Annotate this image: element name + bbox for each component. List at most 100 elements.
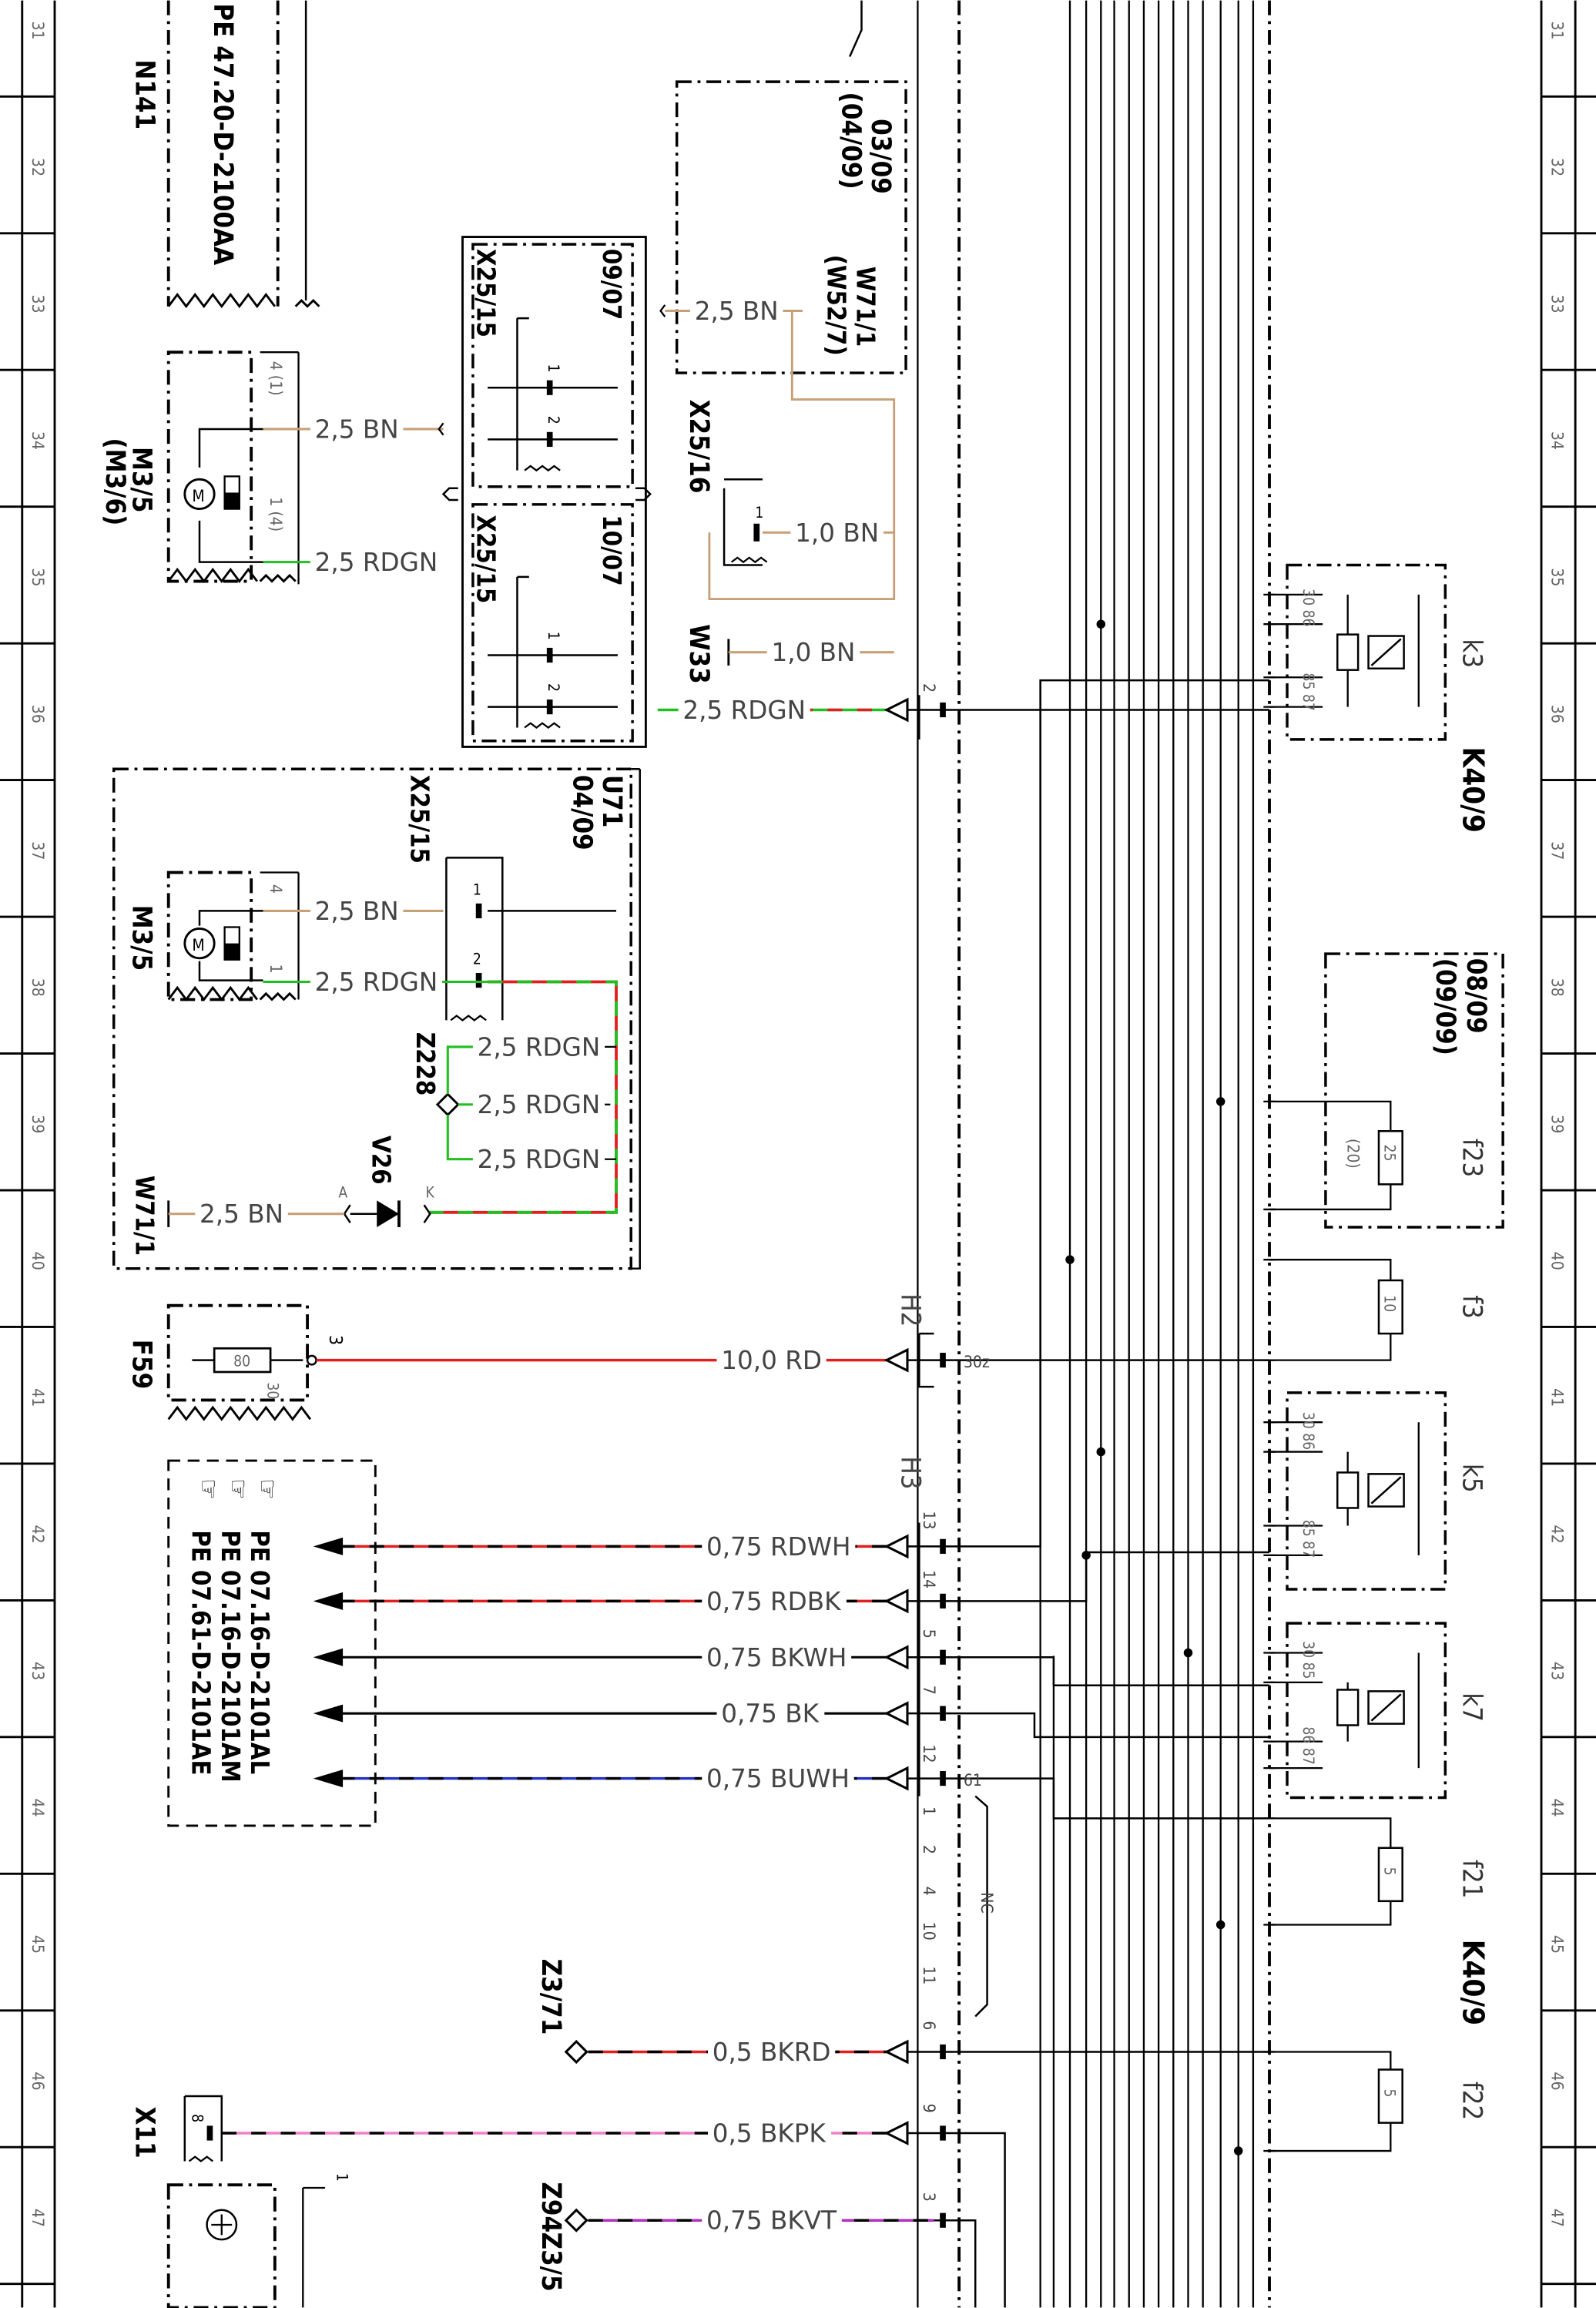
wire-label-11: 2,5 RDGN xyxy=(478,1090,601,1119)
svg-text:2: 2 xyxy=(545,683,562,692)
pin-1-nc: 1 xyxy=(920,1806,939,1816)
svg-text:☞: ☞ xyxy=(252,1478,283,1500)
f3-label: f3 xyxy=(1456,1295,1487,1319)
pin-6: 6 xyxy=(920,2021,939,2030)
grid-row-label: 44 xyxy=(1547,1798,1567,1817)
wire-label-bg xyxy=(472,1031,605,1064)
svg-text:2: 2 xyxy=(473,950,481,968)
wire-label-17: 0,75 BKWH xyxy=(706,1643,847,1672)
wire-label-3: 2,5 BN xyxy=(695,297,779,326)
x25-15-a-label: X25/15 xyxy=(471,249,501,337)
grid-row-label: 42 xyxy=(1547,1525,1567,1544)
bus-to-right-wires xyxy=(953,679,1270,2308)
fuse-5-f21: 5 xyxy=(1381,1867,1399,1876)
nc-bracket xyxy=(974,1795,988,2018)
fuse-5-f22: 5 xyxy=(1381,2088,1399,2097)
grid-row-label: 43 xyxy=(1547,1662,1567,1680)
fuse-80: 80 xyxy=(233,1352,250,1370)
top-wire xyxy=(849,0,863,58)
f23-label: f23 xyxy=(1456,1139,1487,1177)
wire-label-bg xyxy=(702,1530,856,1563)
nc-label: NC xyxy=(977,1892,997,1913)
grid-row-label: 39 xyxy=(28,1115,48,1133)
pin-3-h3: 3 xyxy=(920,2192,939,2202)
wire-label-bg xyxy=(702,2204,842,2237)
n141-label: N141 xyxy=(129,59,160,129)
pin-30-f59: 30 xyxy=(263,1382,281,1399)
date-10-07: 10/07 xyxy=(597,515,626,585)
wire-label-21: 0,5 BKPK xyxy=(712,2119,827,2149)
grid-row-label: 46 xyxy=(1547,2071,1567,2090)
bottom-left-components: Z3/71 X11 8 Z94 Z3/5 1 xyxy=(129,1959,566,2308)
wire-label-13: 2,5 BN xyxy=(200,1199,283,1229)
wire-label-bg xyxy=(678,694,810,726)
date-09-09-paren: (09/09) xyxy=(1430,958,1460,1055)
k5-pins-30-86: 30 86 xyxy=(1299,1412,1317,1450)
svg-text:M: M xyxy=(192,486,204,505)
reference-box: ☞ ☞ ☞ PE 07.16-D-2101AL PE 07.16-D-2101A… xyxy=(167,1459,377,1827)
wire-label-bg xyxy=(790,516,884,549)
k40-9-relays: k3 30 86 85 87 25 (20) f23 08/09 (09/09)… xyxy=(1269,563,1504,2152)
pin-blocks xyxy=(940,702,946,2228)
k5-label: k5 xyxy=(1456,1464,1487,1493)
wire-label-22: 0,75 BKVT xyxy=(706,2206,837,2236)
connector-labels: H2 H3 2 30z 13 14 5 7 12 61 1 2 4 10 11 … xyxy=(894,683,997,2202)
pin-4-nc: 4 xyxy=(920,1887,939,1896)
svg-text:☞: ☞ xyxy=(222,1478,253,1500)
u71-label: U71 xyxy=(596,775,627,827)
grid-row-label: 47 xyxy=(1547,2209,1567,2227)
k40-9-b-label: K40/9 xyxy=(1455,1940,1490,2025)
k7-pins-86-87: 86 87 xyxy=(1299,1726,1317,1764)
pin-8-x11: 8 xyxy=(188,2114,206,2122)
wire-label-bg xyxy=(707,2117,832,2150)
wire-label-bg xyxy=(310,966,443,998)
date-08-09: 08/09 xyxy=(1460,958,1491,1034)
grid-row-label: 32 xyxy=(1547,158,1567,176)
ref-pe-07-16-am: PE 07.16-D-2101AM xyxy=(216,1530,245,1782)
wire-label-bg xyxy=(472,1089,605,1122)
x25-15-c-label: X25/15 xyxy=(404,775,434,864)
connector-bus xyxy=(957,0,1271,2308)
wire-label-backgrounds xyxy=(195,295,884,2237)
grid-row-label: 36 xyxy=(1547,705,1567,723)
wire-label-bg xyxy=(195,1198,288,1231)
z3-5-label: Z3/5 xyxy=(535,2233,566,2292)
wire-label-bg xyxy=(716,1344,826,1377)
wire-label-bg xyxy=(310,894,404,928)
f22-label: f22 xyxy=(1456,2082,1487,2120)
m35-motor-top: M 4 (1) 1 (4) M3/5 (M3/6) xyxy=(99,351,300,585)
pin-30z: 30z xyxy=(964,1352,990,1371)
date-04-09: 04/09 xyxy=(566,775,597,850)
date-03-09: 03/09 xyxy=(865,119,896,194)
wire-label-6: 1,0 BN xyxy=(771,638,855,667)
grid-row-label: 41 xyxy=(28,1388,48,1407)
wire-label-9: 2,5 RDGN xyxy=(315,968,438,997)
grid-row-label: 32 xyxy=(28,158,48,176)
wire-label-10: 2,5 RDGN xyxy=(478,1032,601,1062)
splice-points xyxy=(564,2039,588,2233)
svg-text:1: 1 xyxy=(473,881,481,898)
date-09-07: 09/07 xyxy=(597,249,626,320)
k3-label: k3 xyxy=(1456,639,1487,668)
wire-label-bg xyxy=(310,413,404,446)
x25-16-connector: X25/16 1 W33 xyxy=(683,400,768,684)
grid-row-label: 38 xyxy=(28,978,48,997)
h3-label: H3 xyxy=(894,1456,925,1489)
n141-doc-ref: PE 47.20-D-2100AA xyxy=(207,3,238,265)
pin-61: 61 xyxy=(964,1770,982,1790)
bus-ticks xyxy=(1263,593,1276,2152)
f23-pin-20: (20) xyxy=(1344,1139,1363,1169)
pin-4: 4 xyxy=(267,884,286,894)
f21-label: f21 xyxy=(1456,1860,1487,1898)
grid-row-label: 36 xyxy=(28,705,48,723)
wire-label-bg xyxy=(689,295,783,327)
fuse-25: 25 xyxy=(1381,1145,1399,1162)
w33-label: W33 xyxy=(683,624,714,683)
grid-row-label: 42 xyxy=(28,1525,48,1544)
u71-module: U71 04/09 X25/15 M 4 1 M3/5 12 Z228 V26 … xyxy=(112,767,641,1270)
wire-label-5: 1,0 BN xyxy=(795,518,879,548)
grid-row-label: 46 xyxy=(28,2071,48,2090)
svg-text:1: 1 xyxy=(755,504,763,522)
